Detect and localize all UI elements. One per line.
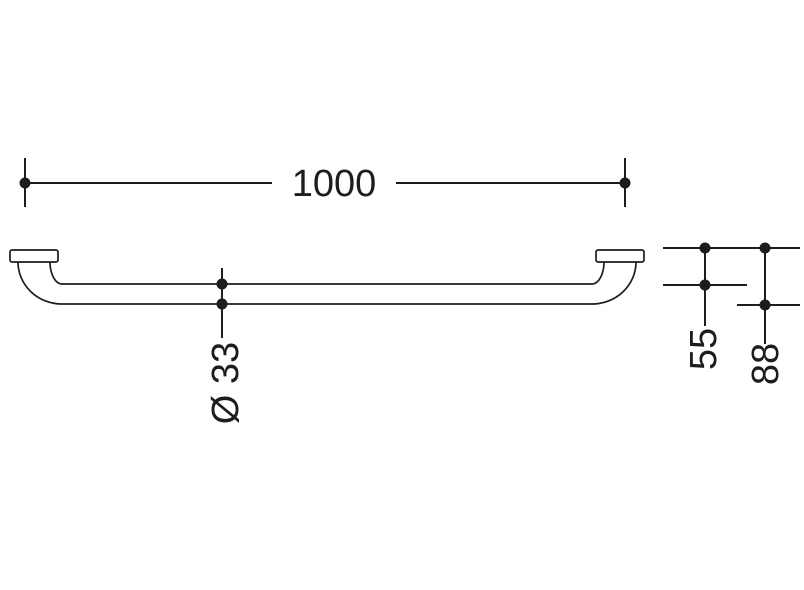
offset-55-dimension-label: 55: [683, 328, 725, 370]
diameter-endpoint-dot-bottom: [216, 298, 228, 310]
length-endpoint-dot-left: [19, 177, 31, 189]
diameter-endpoint-dot-top: [216, 278, 228, 290]
left-elbow-inner-contour: [49, 261, 63, 285]
offset-55-endpoint-dot-bottom: [699, 279, 711, 291]
diameter-dimension-label: Ø 33: [205, 342, 247, 424]
offset-88-dimension-label: 88: [745, 343, 787, 385]
right-elbow-inner-contour: [591, 261, 605, 285]
length-dimension-label: 1000: [292, 163, 377, 205]
offset-88-dimension: 88: [737, 242, 800, 385]
diameter-dimension: Ø 33: [205, 268, 247, 424]
offset-55-endpoint-dot-top: [699, 242, 711, 254]
grab-rail-drawing: [9, 249, 645, 305]
right-wall-flange: [595, 249, 645, 263]
length-endpoint-dot-right: [619, 177, 631, 189]
offset-88-endpoint-dot-top: [759, 242, 771, 254]
left-wall-flange: [9, 249, 59, 263]
offset-55-dimension: 55: [663, 242, 747, 370]
length-dimension: 1000: [19, 158, 631, 207]
right-elbow-outer-contour: [591, 261, 637, 305]
offset-88-endpoint-dot-bottom: [759, 299, 771, 311]
left-elbow-outer-contour: [17, 261, 63, 305]
